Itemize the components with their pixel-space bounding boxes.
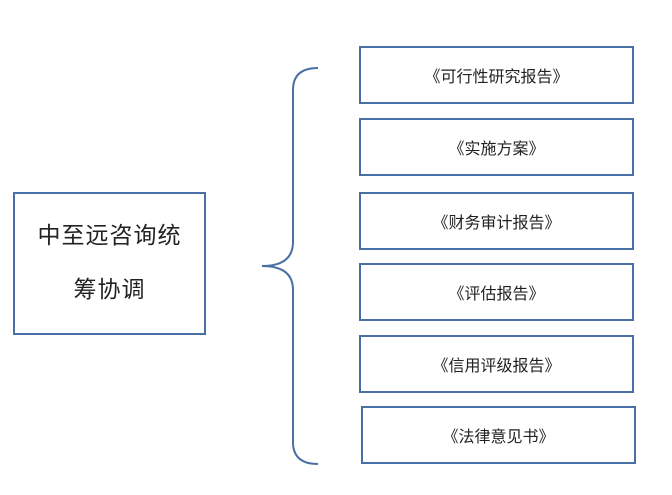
brace-path (261, 67, 319, 465)
report-box-assessment: 《评估报告》 (359, 263, 634, 321)
report-box-implementation-plan: 《实施方案》 (359, 118, 634, 176)
report-box-credit-rating: 《信用评级报告》 (359, 335, 634, 393)
report-box-feasibility-study: 《可行性研究报告》 (359, 46, 634, 104)
center-node-box: 中至远咨询统 筹协调 (13, 192, 206, 335)
center-node-label-line2: 筹协调 (73, 277, 146, 303)
report-box-legal-opinion: 《法律意见书》 (361, 406, 636, 464)
report-box-financial-audit: 《财务审计报告》 (359, 192, 634, 250)
center-node-label-line1: 中至远咨询统 (37, 223, 182, 249)
